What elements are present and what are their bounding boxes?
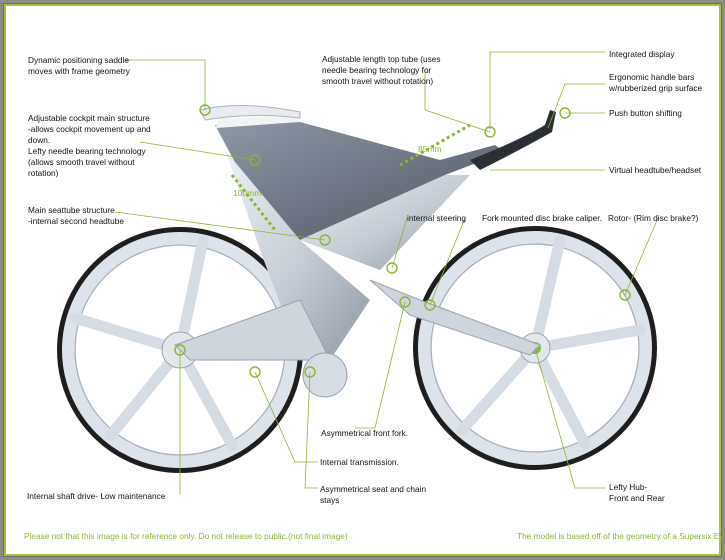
leader-lines xyxy=(114,51,659,494)
label-fork: Asymmetrical front fork. xyxy=(321,428,409,438)
label-stays: Asymmetrical seat and chain stays xyxy=(320,484,427,505)
label-headtube: Virtual headtube/headset xyxy=(609,165,702,175)
figure-frame xyxy=(4,4,721,556)
dimension-top: 85mm xyxy=(418,144,442,154)
label-shaft: Internal shaft drive- Low maintenance xyxy=(27,491,166,501)
dimension-side: 100mm xyxy=(233,188,262,198)
label-rotor: Rotor- (Rim disc brake?) xyxy=(608,213,699,223)
label-handlebars: Ergonomic handle bars w/rubberized grip … xyxy=(609,72,703,93)
label-shifting: Push button shifting xyxy=(609,108,682,118)
footer-note: The model is based off of the geometry o… xyxy=(517,531,725,541)
top-dimension-arrow xyxy=(399,123,471,167)
label-display: Integrated display xyxy=(609,49,675,59)
label-transmission: Internal transmission. xyxy=(320,457,399,467)
label-toptube: Adjustable length top tube (uses needle … xyxy=(322,54,441,86)
label-saddle: Dynamic positioning saddle moves with fr… xyxy=(28,55,130,76)
callout-markers xyxy=(174,104,631,378)
label-steering: internal steering xyxy=(407,213,467,223)
footer-disclaimer: Please not that this image is for refere… xyxy=(24,531,348,541)
label-hub: Lefty Hub- Front and Rear xyxy=(609,482,665,503)
label-cockpit: Adjustable cockpit main structure -allow… xyxy=(28,113,151,178)
bike-frame xyxy=(174,104,556,398)
label-caliper: Fork mounted disc brake caliper. xyxy=(482,213,602,223)
label-seattube: Main seattube structure -internal second… xyxy=(28,205,124,226)
